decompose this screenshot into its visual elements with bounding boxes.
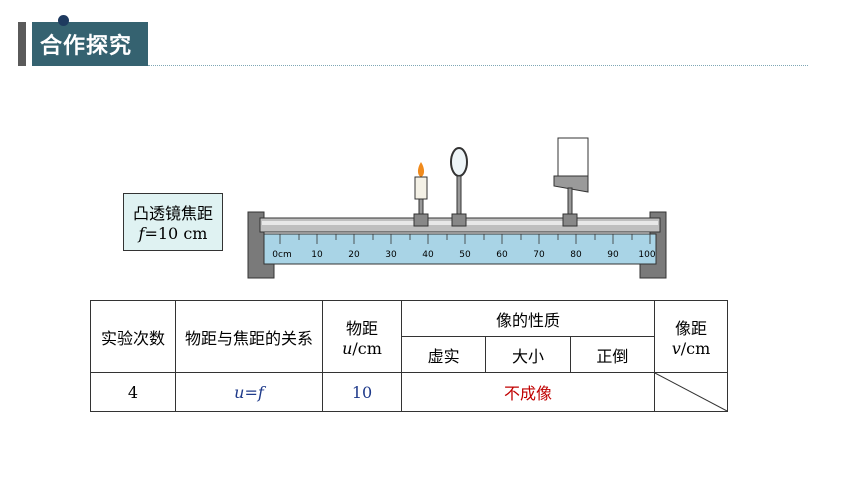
ruler-tick-40: 40 [422, 250, 434, 260]
header-object-distance-unit: u/cm [342, 339, 382, 358]
cell-object-distance: 10 [322, 372, 402, 412]
header-virtual-real: 虚实 [400, 336, 487, 373]
ruler-tick-10: 10 [311, 250, 323, 260]
header-relation: 物距与焦距的关系 [175, 300, 323, 373]
header-dot-icon [58, 15, 69, 26]
focal-length-box: 凸透镜焦距 f=10 cm [123, 193, 223, 251]
candle-icon [413, 162, 429, 227]
header-divider [148, 65, 808, 66]
ruler-tick-50: 50 [459, 250, 471, 260]
cell-result: 不成像 [401, 372, 655, 412]
ruler-tick-100: 100 [638, 250, 655, 260]
ruler-tick-30: 30 [385, 250, 397, 260]
ruler-tick-0: 0cm [272, 250, 291, 260]
convex-lens-icon [450, 147, 468, 227]
header-object-distance-label: 物距 [345, 319, 378, 338]
cell-image-distance-diagonal [654, 372, 728, 412]
header-image-nature: 像的性质 [401, 300, 655, 337]
ruler-tick-90: 90 [607, 250, 619, 260]
focal-length-value: f=10 cm [138, 224, 208, 243]
header-orientation: 正倒 [569, 336, 656, 373]
header-title-box [32, 22, 148, 66]
focal-length-label: 凸透镜焦距 [132, 204, 213, 223]
ruler-tick-20: 20 [348, 250, 360, 260]
optical-bench-diagram: 0cm 10 20 30 40 50 60 70 80 90 100 [247, 137, 667, 279]
header-trial: 实验次数 [90, 300, 176, 373]
header-image-distance-unit: v/cm [671, 339, 711, 358]
ruler-tick-70: 70 [533, 250, 545, 260]
header-size: 大小 [485, 336, 571, 373]
header-image-distance-label: 像距 [674, 319, 707, 338]
table-row: 4 u=f 10 不成像 [90, 372, 728, 412]
light-screen-icon [553, 137, 589, 227]
page-title: 合作探究 [40, 34, 133, 59]
cell-relation: u=f [175, 372, 323, 412]
header-accent-bar [18, 22, 26, 66]
ruler-tick-60: 60 [496, 250, 508, 260]
ruler-tick-80: 80 [570, 250, 582, 260]
cell-trial: 4 [90, 372, 176, 412]
